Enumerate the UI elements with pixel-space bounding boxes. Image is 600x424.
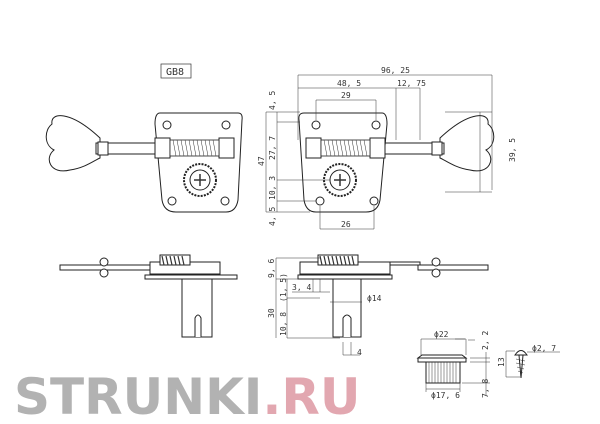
bushing bbox=[416, 354, 468, 384]
dim-post-length: 30 bbox=[267, 308, 276, 318]
dim-mid: 27, 7 bbox=[268, 136, 277, 160]
screw bbox=[514, 350, 528, 379]
dim-post-to-hole: 10, 3 bbox=[268, 176, 277, 200]
dim-key-height: 39, 5 bbox=[508, 138, 517, 162]
dimension-lines-side bbox=[275, 257, 475, 356]
dim-screw-length: 13 bbox=[497, 357, 506, 367]
dimension-lines-bushing bbox=[420, 338, 490, 395]
dim-hole-spacing-bottom: 26 bbox=[341, 220, 351, 229]
dim-pin-width: 3, 4 bbox=[292, 283, 311, 292]
dim-to-post: 48, 5 bbox=[337, 79, 361, 88]
dim-side-height: 9, 6 bbox=[267, 259, 276, 278]
dim-pin-offset: (1, 5) bbox=[279, 273, 288, 302]
dim-hole-spacing-top: 29 bbox=[341, 91, 351, 100]
watermark: STRUNKI.RU bbox=[14, 368, 361, 424]
model-label-box bbox=[160, 63, 192, 79]
dim-slot-width: 4 bbox=[357, 348, 362, 357]
model-label: GB8 bbox=[166, 67, 184, 78]
dim-shaft: 12, 75 bbox=[397, 79, 426, 88]
key-right bbox=[439, 115, 495, 172]
dim-slot-depth: 10, 8 bbox=[279, 312, 288, 336]
key-left bbox=[45, 115, 101, 172]
dim-bottom-offset: 4, 5 bbox=[268, 207, 277, 226]
left-tuner-top-view bbox=[45, 112, 243, 213]
dim-post-dia: ϕ14 bbox=[367, 294, 382, 303]
dim-bushing-flange: 2, 2 bbox=[481, 331, 490, 350]
dim-overall-length: 96, 25 bbox=[381, 66, 410, 75]
dim-bushing-body: ϕ17, 6 bbox=[431, 391, 460, 400]
left-tuner-side-view bbox=[59, 254, 238, 338]
dimension-lines-top bbox=[265, 74, 493, 230]
dimension-lines-screw bbox=[505, 350, 560, 378]
dim-plate-height: 47 bbox=[257, 156, 266, 166]
dim-bushing-dia: ϕ22 bbox=[434, 330, 449, 339]
right-tuner-top-view bbox=[298, 112, 495, 213]
dim-screw-dia: ϕ2, 7 bbox=[532, 344, 556, 353]
dim-bushing-height: 7, 8 bbox=[481, 379, 490, 398]
right-tuner-side-view bbox=[297, 254, 489, 338]
dim-top-offset: 4, 5 bbox=[268, 91, 277, 110]
